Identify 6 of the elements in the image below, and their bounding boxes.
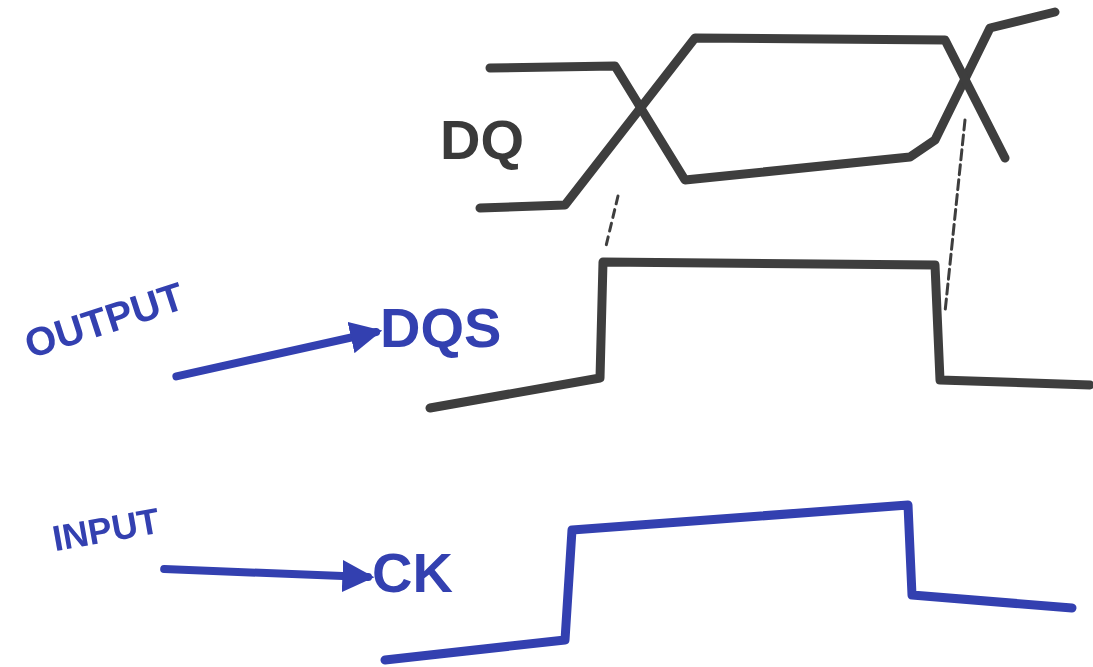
- signal-label: DQ: [440, 112, 524, 168]
- arrow: [160, 560, 375, 592]
- signal-label: DQS: [380, 300, 502, 356]
- signal-label: INPUT: [49, 502, 163, 558]
- arrow: [172, 321, 383, 381]
- signal-label: CK: [372, 545, 453, 601]
